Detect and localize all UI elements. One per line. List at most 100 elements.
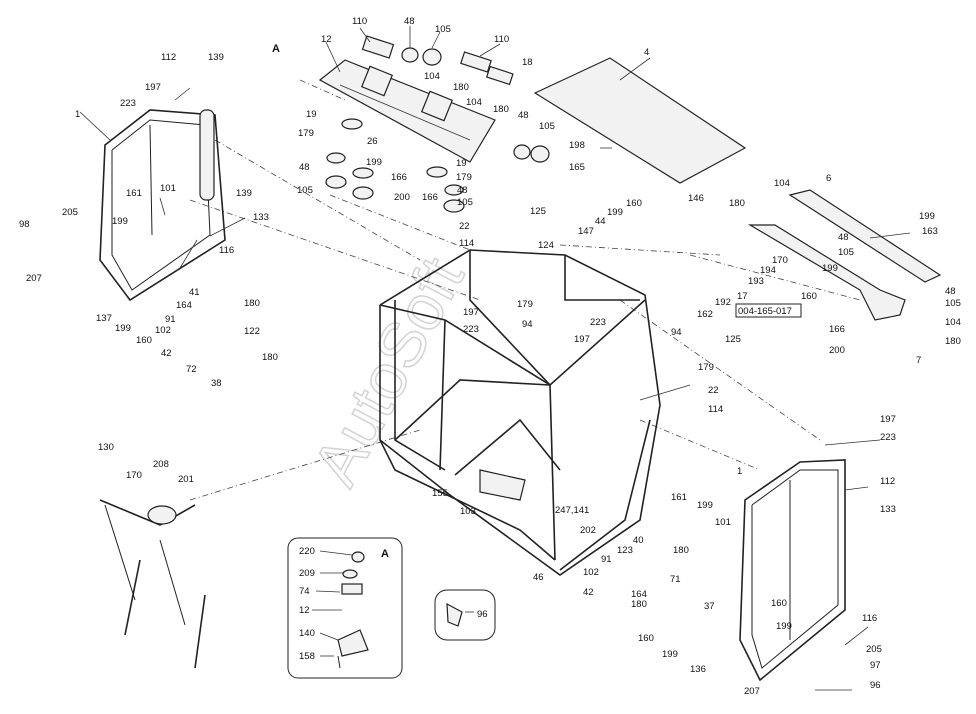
detail-label-220: 220 xyxy=(299,546,315,557)
label-199: 199 xyxy=(607,207,623,218)
label-42: 42 xyxy=(161,348,172,359)
label-48: 48 xyxy=(404,16,415,27)
label-91: 91 xyxy=(165,314,176,325)
label-18: 18 xyxy=(522,57,533,68)
label-105: 105 xyxy=(457,197,473,208)
label-94: 94 xyxy=(671,327,682,338)
label-155: 155 xyxy=(432,488,448,499)
label-199: 199 xyxy=(112,216,128,227)
label-105: 105 xyxy=(539,121,555,132)
roof-panel xyxy=(533,57,747,184)
label-180: 180 xyxy=(729,198,745,209)
label-192: 192 xyxy=(715,297,731,308)
label-26: 26 xyxy=(367,136,378,147)
label-199: 199 xyxy=(697,500,713,511)
label-17: 17 xyxy=(737,291,748,302)
label-166: 166 xyxy=(422,192,438,203)
label-91: 91 xyxy=(601,554,612,565)
label-179: 179 xyxy=(517,299,533,310)
reference-code: 004-165-017 xyxy=(738,306,792,317)
label-102: 102 xyxy=(583,567,599,578)
label-38: 38 xyxy=(211,378,222,389)
label-193: 193 xyxy=(748,276,764,287)
label-96-key: 96 xyxy=(477,609,488,620)
label-160: 160 xyxy=(771,598,787,609)
label-a-main: A xyxy=(272,43,280,55)
detail-view-a: A 220 209 74 12 140 158 xyxy=(287,537,403,679)
label-19: 19 xyxy=(456,158,467,169)
cab-frame xyxy=(379,249,661,576)
label-223: 223 xyxy=(590,317,606,328)
label-207: 207 xyxy=(26,273,42,284)
label-201: 201 xyxy=(178,474,194,485)
detail-label-209: 209 xyxy=(299,568,315,579)
label-200: 200 xyxy=(829,345,845,356)
label-101: 101 xyxy=(715,517,731,528)
label-164: 164 xyxy=(631,589,647,600)
label-125: 125 xyxy=(725,334,741,345)
label-46: 46 xyxy=(533,572,544,583)
label-166: 166 xyxy=(829,324,845,335)
label-116: 116 xyxy=(219,245,234,256)
detail-label-140: 140 xyxy=(299,628,315,639)
label-180: 180 xyxy=(244,298,260,309)
label-202: 202 xyxy=(580,525,596,536)
label-165: 165 xyxy=(569,162,585,173)
label-160: 160 xyxy=(801,291,817,302)
label-223: 223 xyxy=(463,324,479,335)
label-194: 194 xyxy=(760,265,776,276)
label-197: 197 xyxy=(880,414,896,425)
label-199: 199 xyxy=(822,263,838,274)
label-133: 133 xyxy=(253,212,269,223)
right-rail xyxy=(747,189,942,321)
label-133: 133 xyxy=(880,504,896,515)
label-162: 162 xyxy=(697,309,713,320)
label-104: 104 xyxy=(424,71,440,82)
label-1: 1 xyxy=(75,109,80,120)
label-1: 1 xyxy=(737,466,742,477)
label-110: 110 xyxy=(352,16,367,27)
label-48: 48 xyxy=(518,110,529,121)
label-223: 223 xyxy=(880,432,896,443)
label-94: 94 xyxy=(522,319,533,330)
label-180: 180 xyxy=(262,352,278,363)
label-125: 125 xyxy=(530,206,546,217)
label-114: 114 xyxy=(459,238,474,249)
label-98: 98 xyxy=(19,219,30,230)
label-44: 44 xyxy=(595,216,606,227)
detail-label-12: 12 xyxy=(299,605,310,616)
watermark: AutoSoft xyxy=(299,246,478,497)
label-124: 124 xyxy=(538,240,554,251)
label-101: 101 xyxy=(160,183,176,194)
detail-view-title: A xyxy=(381,548,389,560)
label-161: 161 xyxy=(671,492,687,503)
label-199: 199 xyxy=(115,323,131,334)
label-96: 96 xyxy=(870,680,881,691)
label-147: 147 xyxy=(578,226,594,237)
label-41: 41 xyxy=(189,287,200,298)
label-139: 139 xyxy=(208,52,224,63)
label-48: 48 xyxy=(457,185,468,196)
label-105: 105 xyxy=(435,24,451,35)
label-12: 12 xyxy=(321,34,332,45)
label-103: 103 xyxy=(460,506,476,517)
label-163: 163 xyxy=(922,226,938,237)
label-197: 197 xyxy=(145,82,161,93)
label-105: 105 xyxy=(945,298,961,309)
label-198: 198 xyxy=(569,140,585,151)
label-48: 48 xyxy=(838,232,849,243)
label-42: 42 xyxy=(583,587,594,598)
label-197: 197 xyxy=(463,307,479,318)
label-161: 161 xyxy=(126,188,142,199)
label-22: 22 xyxy=(708,385,719,396)
label-166: 166 xyxy=(391,172,407,183)
label-199: 199 xyxy=(662,649,678,660)
label-199: 199 xyxy=(776,621,792,632)
label-160: 160 xyxy=(638,633,654,644)
label-110: 110 xyxy=(494,34,509,45)
label-170: 170 xyxy=(772,255,788,266)
label-4: 4 xyxy=(644,47,649,58)
label-19: 19 xyxy=(306,109,317,120)
